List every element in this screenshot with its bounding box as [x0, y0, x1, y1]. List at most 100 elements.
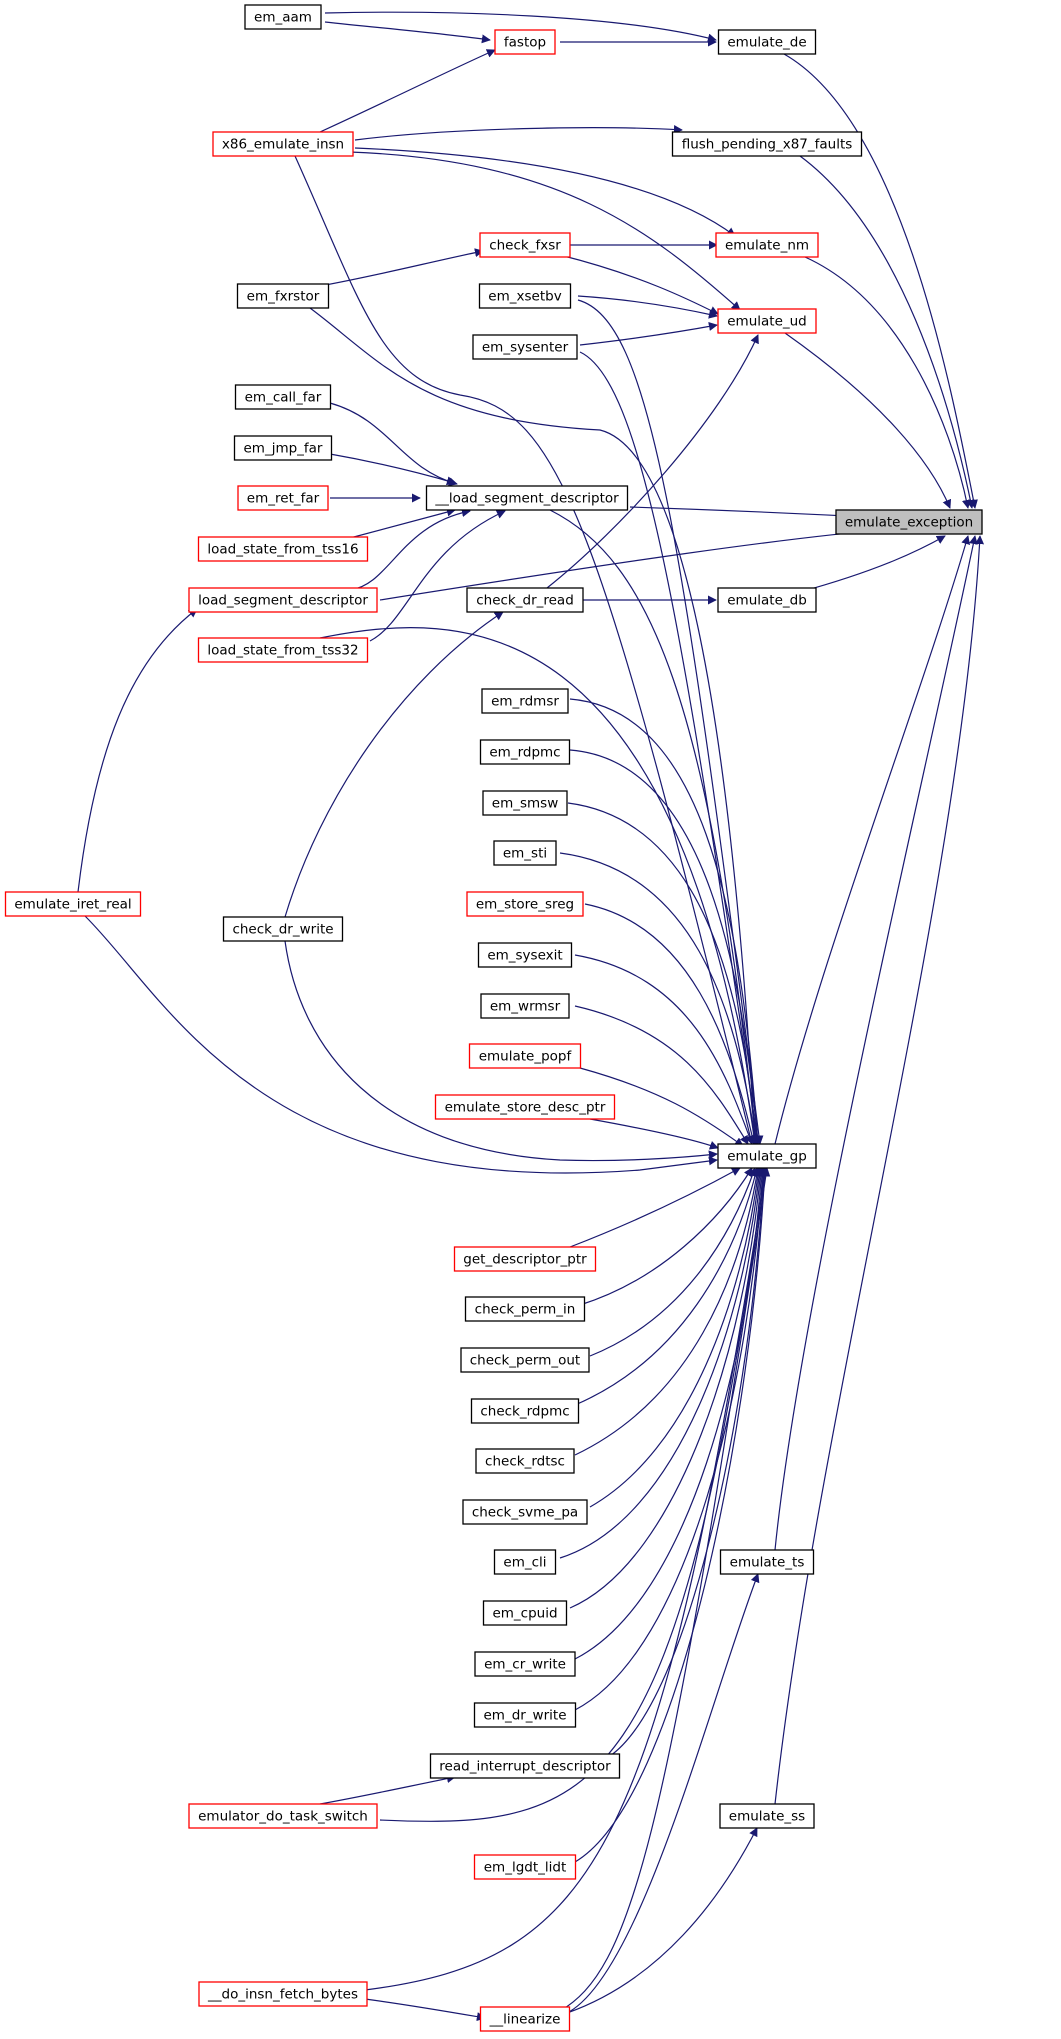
node-label: flush_pending_x87_faults — [682, 137, 853, 153]
node-box — [198, 1981, 368, 2007]
edge-path — [329, 453, 456, 486]
node-__do_insn_fetch_bytes[interactable]: __do_insn_fetch_bytes — [198, 1981, 368, 2007]
node-em_lgdt_lidt[interactable]: em_lgdt_lidt — [473, 1854, 577, 1880]
node-em_cr_write[interactable]: em_cr_write — [474, 1651, 576, 1677]
node-em_store_sreg[interactable]: em_store_sreg — [466, 891, 584, 917]
node-em_sysexit[interactable]: em_sysexit — [477, 942, 573, 968]
edge-path — [569, 749, 762, 1145]
node-get_descriptor_ptr[interactable]: get_descriptor_ptr — [453, 1246, 597, 1272]
edge-path — [324, 11, 717, 43]
edge-path — [569, 698, 762, 1145]
edge-x86_emulate_insn-to-emulate_nm — [354, 147, 736, 237]
node-load_state_from_tss16[interactable]: load_state_from_tss16 — [197, 536, 369, 562]
node-em_dr_write[interactable]: em_dr_write — [473, 1702, 577, 1728]
node-label: em_smsw — [492, 796, 558, 812]
edge-em_jmp_far-to-__load_segment_descriptor — [329, 453, 456, 486]
node-box — [473, 1702, 577, 1728]
node-box — [482, 1600, 568, 1626]
node-check_svme_pa[interactable]: check_svme_pa — [462, 1499, 588, 1525]
node-box — [719, 1803, 815, 1829]
node-emulate_ts[interactable]: emulate_ts — [719, 1549, 815, 1575]
node-em_rdpmc[interactable]: em_rdpmc — [479, 739, 571, 765]
node-__load_segment_descriptor[interactable]: __load_segment_descriptor — [425, 485, 629, 511]
node-label: em_rdmsr — [491, 694, 559, 710]
edge-em_store_sreg-to-emulate_gp — [584, 903, 757, 1145]
node-emulate_ss[interactable]: emulate_ss — [719, 1803, 815, 1829]
edge-path — [379, 1167, 769, 1822]
edge-path — [364, 1998, 486, 2022]
node-label: emulator_do_task_switch — [198, 1809, 368, 1825]
node-emulate_nm[interactable]: emulate_nm — [715, 232, 819, 258]
node-box — [835, 509, 983, 535]
node-check_rdtsc[interactable]: check_rdtsc — [475, 1448, 575, 1474]
node-read_interrupt_descriptor[interactable]: read_interrupt_descriptor — [429, 1753, 621, 1779]
edge-check_dr_read-to-emulate_ud — [546, 334, 759, 589]
node-em_sysenter[interactable]: em_sysenter — [472, 334, 578, 360]
node-label: check_rdtsc — [485, 1454, 565, 1470]
node-em_sti[interactable]: em_sti — [493, 840, 557, 866]
node-em_fxrstor[interactable]: em_fxrstor — [236, 283, 330, 309]
node-em_smsw[interactable]: em_smsw — [482, 790, 568, 816]
node-emulate_gp[interactable]: emulate_gp — [717, 1143, 817, 1169]
node-box — [482, 790, 568, 816]
node-em_jmp_far[interactable]: em_jmp_far — [233, 435, 333, 461]
node-box — [188, 1803, 378, 1829]
node-em_call_far[interactable]: em_call_far — [234, 384, 332, 410]
edge-path — [559, 852, 760, 1145]
edge-emulator_do_task_switch-to-emulate_gp — [379, 1167, 769, 1822]
node-emulate_exception[interactable]: emulate_exception — [835, 509, 983, 535]
node-__linearize[interactable]: __linearize — [479, 2006, 571, 2032]
node-emulate_ud[interactable]: emulate_ud — [717, 308, 817, 334]
node-emulate_de[interactable]: emulate_de — [717, 29, 817, 55]
node-check_dr_write[interactable]: check_dr_write — [222, 916, 344, 942]
node-label: get_descriptor_ptr — [463, 1252, 587, 1268]
edge-emulate_de-to-emulate_exception — [783, 53, 978, 509]
node-box — [212, 131, 354, 157]
node-box — [222, 916, 344, 942]
node-flush_pending_x87_faults[interactable]: flush_pending_x87_faults — [671, 131, 863, 157]
edge-path — [577, 299, 764, 1145]
node-fastop[interactable]: fastop — [494, 29, 556, 55]
node-em_aam[interactable]: em_aam — [244, 4, 322, 30]
node-box — [470, 1398, 580, 1424]
node-em_xsetbv[interactable]: em_xsetbv — [478, 283, 572, 309]
node-load_state_from_tss32[interactable]: load_state_from_tss32 — [197, 637, 369, 663]
node-x86_emulate_insn[interactable]: x86_emulate_insn — [212, 131, 354, 157]
edge-check_dr_write-to-emulate_gp — [284, 940, 718, 1162]
node-label: em_cpuid — [492, 1606, 557, 1622]
edge-path — [589, 1167, 757, 1357]
node-load_segment_descriptor[interactable]: load_segment_descriptor — [188, 587, 378, 613]
node-box — [493, 840, 557, 866]
node-check_dr_read[interactable]: check_dr_read — [466, 587, 584, 613]
edge-path — [574, 954, 754, 1145]
node-check_rdpmc[interactable]: check_rdpmc — [470, 1398, 580, 1424]
node-label: check_perm_in — [475, 1302, 576, 1318]
node-em_cli[interactable]: em_cli — [493, 1549, 557, 1575]
node-em_wrmsr[interactable]: em_wrmsr — [480, 993, 570, 1019]
edges-layer — [77, 11, 985, 2022]
node-box — [474, 1651, 576, 1677]
node-check_perm_out[interactable]: check_perm_out — [460, 1347, 590, 1373]
node-emulate_popf[interactable]: emulate_popf — [468, 1043, 582, 1069]
edge-path — [579, 322, 718, 346]
node-emulate_iret_real[interactable]: emulate_iret_real — [4, 891, 142, 917]
edge-em_fxrstor-to-check_fxsr — [319, 248, 484, 287]
edge-path — [379, 524, 907, 601]
edge-__load_segment_descriptor-to-emulate_gp — [549, 509, 760, 1145]
node-emulator_do_task_switch[interactable]: emulator_do_task_switch — [188, 1803, 378, 1829]
node-emulate_store_desc_ptr[interactable]: emulate_store_desc_ptr — [434, 1094, 616, 1120]
node-check_perm_in[interactable]: check_perm_in — [464, 1296, 586, 1322]
node-box — [671, 131, 863, 157]
node-box — [197, 536, 369, 562]
node-em_ret_far[interactable]: em_ret_far — [237, 485, 329, 511]
node-box — [717, 308, 817, 334]
node-check_fxsr[interactable]: check_fxsr — [479, 232, 571, 258]
edge-x86_emulate_insn-to-flush_pending_x87_faults — [354, 125, 683, 141]
node-emulate_db[interactable]: emulate_db — [717, 587, 817, 613]
node-em_rdmsr[interactable]: em_rdmsr — [481, 688, 569, 714]
node-box — [473, 1854, 577, 1880]
node-em_cpuid[interactable]: em_cpuid — [482, 1600, 568, 1626]
node-label: emulate_db — [727, 593, 807, 609]
edge-em_call_far-to-__load_segment_descriptor — [329, 402, 458, 487]
edge-check_perm_out-to-emulate_gp — [589, 1167, 757, 1357]
